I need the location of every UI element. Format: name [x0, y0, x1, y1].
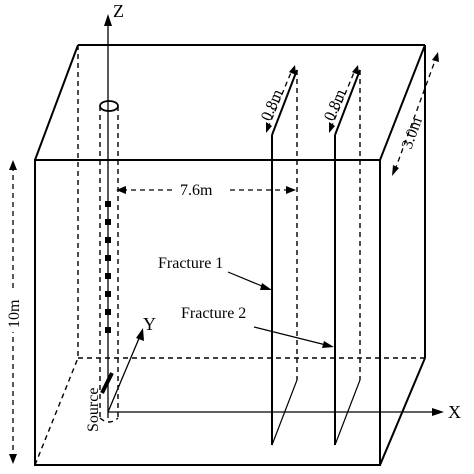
fracture-1	[271, 69, 298, 446]
fracture-2	[334, 69, 361, 446]
fracture-1-callout: Fracture 1	[158, 255, 272, 290]
box-hidden-bottom-left-edge	[34, 357, 79, 466]
box-top-right-edge	[379, 44, 426, 161]
borehole-top	[99, 100, 119, 112]
height-label: 10m	[6, 299, 23, 328]
y-axis: Y	[107, 314, 156, 413]
model-box	[34, 44, 426, 466]
z-axis: Z	[104, 1, 124, 418]
borehole-bottom	[99, 417, 119, 423]
source-label: Source	[85, 388, 102, 432]
box-front-face	[34, 159, 381, 466]
z-axis-arrowhead	[104, 14, 112, 26]
depth-dimension-label: 3.0m	[399, 115, 426, 152]
height-dimension: 10m	[4, 160, 23, 464]
borehole	[99, 100, 119, 423]
fracture-2-label: Fracture 2	[181, 305, 246, 322]
spacing-dimension: 7.6m	[116, 179, 296, 199]
x-axis-label: X	[448, 402, 461, 422]
fracture-2-width-label: 0.8m	[321, 87, 350, 124]
source: Source	[85, 372, 114, 432]
spacing-label: 7.6m	[180, 182, 213, 199]
fracture-2-callout: Fracture 2	[181, 305, 334, 348]
source-marker	[100, 372, 114, 394]
z-axis-label: Z	[113, 1, 124, 21]
fracture-1-label: Fracture 1	[158, 255, 223, 272]
fracture-1-width-label: 0.8m	[258, 87, 287, 124]
x-axis-arrowhead	[432, 408, 444, 416]
y-axis-arrowhead	[136, 328, 144, 341]
box-top-left-edge	[34, 44, 79, 161]
y-axis-label: Y	[143, 314, 156, 334]
